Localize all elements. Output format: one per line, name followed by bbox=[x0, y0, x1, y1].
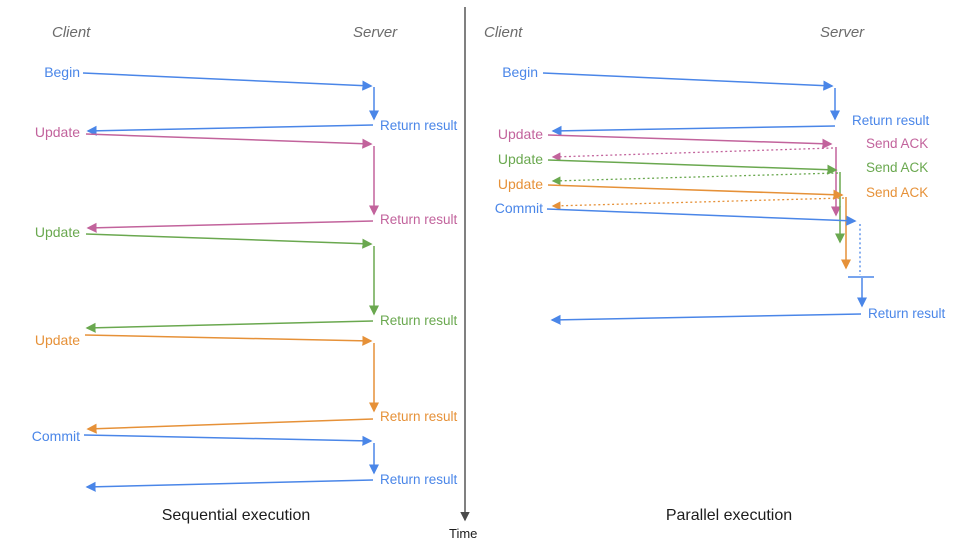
response-arrow bbox=[551, 125, 836, 136]
response-label: Return result bbox=[868, 306, 946, 321]
ack-label: Send ACK bbox=[866, 160, 928, 175]
time-axis: Time bbox=[449, 7, 477, 540]
response-label: Return result bbox=[380, 212, 458, 227]
message-label: Begin bbox=[44, 64, 80, 80]
client-column-header: Client bbox=[52, 24, 91, 41]
message-label: Commit bbox=[32, 428, 80, 444]
ack-return-dotted-arrow bbox=[551, 147, 834, 162]
response-label: Return result bbox=[380, 118, 458, 133]
server-column-header: Server bbox=[353, 24, 398, 41]
client-column-header: Client bbox=[484, 24, 523, 41]
message-label: Commit bbox=[495, 200, 543, 216]
request-arrow bbox=[542, 72, 834, 91]
request-arrow bbox=[85, 133, 373, 149]
par-message-update-1: Update Send ACK bbox=[498, 126, 928, 217]
seq-message-update-1: Update Return result bbox=[35, 124, 458, 233]
sequential-panel: Client Server Begin Return result Update… bbox=[32, 24, 458, 524]
request-arrow bbox=[547, 134, 833, 149]
message-label: Update bbox=[35, 224, 80, 240]
request-arrow bbox=[547, 159, 838, 175]
response-label: Return result bbox=[380, 472, 458, 487]
seq-message-update-2: Update Return result bbox=[35, 224, 458, 333]
response-arrow bbox=[86, 220, 374, 233]
panel-title: Parallel execution bbox=[666, 507, 792, 524]
seq-message-update-3: Update Return result bbox=[35, 332, 458, 434]
seq-message-begin: Begin Return result bbox=[44, 64, 458, 136]
server-column-header: Server bbox=[820, 24, 865, 41]
seq-message-commit: Commit Return result bbox=[32, 428, 458, 492]
request-arrow bbox=[547, 184, 844, 200]
ack-label: Send ACK bbox=[866, 185, 928, 200]
parallel-panel: Client Server Begin Return result Update… bbox=[484, 24, 946, 524]
request-arrow bbox=[84, 334, 373, 346]
par-message-commit: Commit Return result bbox=[495, 200, 946, 325]
ack-return-dotted-arrow bbox=[551, 172, 839, 186]
message-label: Update bbox=[498, 151, 543, 167]
response-label: Return result bbox=[380, 313, 458, 328]
request-arrow bbox=[546, 208, 857, 226]
response-label: Return result bbox=[852, 113, 930, 128]
request-arrow bbox=[85, 233, 373, 249]
response-arrow bbox=[85, 479, 374, 492]
request-arrow bbox=[82, 72, 373, 91]
par-message-update-2: Update Send ACK bbox=[498, 151, 928, 244]
request-arrow bbox=[83, 434, 373, 446]
message-label: Begin bbox=[502, 64, 538, 80]
message-label: Update bbox=[498, 126, 543, 142]
panel-title: Sequential execution bbox=[162, 507, 311, 524]
message-label: Update bbox=[498, 176, 543, 192]
response-arrow bbox=[86, 418, 374, 434]
message-label: Update bbox=[35, 332, 80, 348]
message-label: Update bbox=[35, 124, 80, 140]
response-arrow bbox=[86, 124, 374, 136]
par-message-begin: Begin Return result bbox=[502, 64, 930, 136]
response-label: Return result bbox=[380, 409, 458, 424]
ack-return-dotted-arrow bbox=[551, 197, 845, 211]
response-arrow bbox=[550, 313, 862, 325]
response-arrow bbox=[85, 320, 374, 333]
time-axis-label: Time bbox=[449, 526, 477, 540]
ack-label: Send ACK bbox=[866, 136, 928, 151]
par-message-update-3: Update Send ACK bbox=[498, 176, 928, 270]
